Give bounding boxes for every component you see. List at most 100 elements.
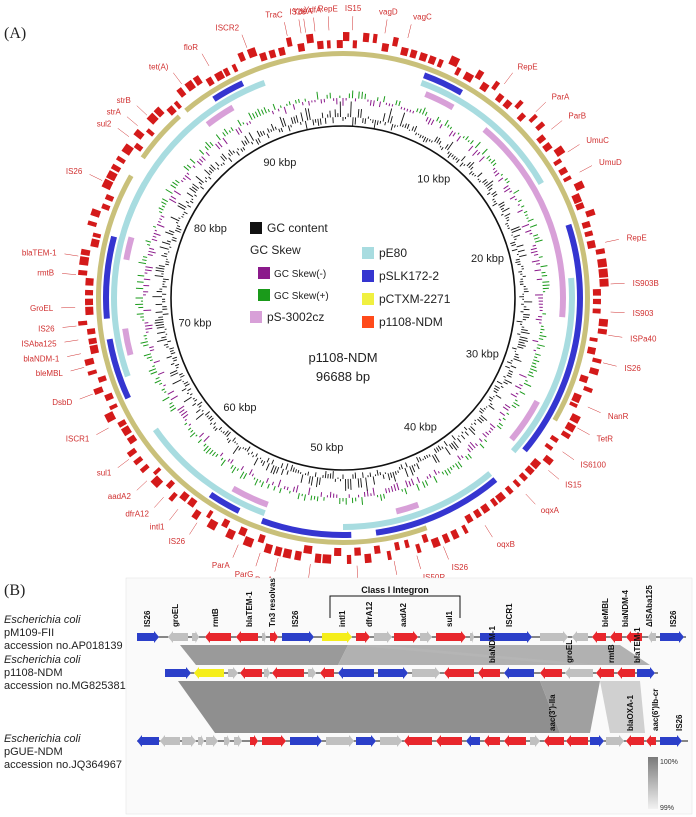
gene-block [166, 105, 177, 116]
gene-block [115, 155, 126, 165]
gene-label: YdfA [304, 6, 322, 15]
gene-label: IS26 [452, 563, 469, 572]
gc-content-bar [272, 466, 277, 475]
gene-label: intl1 [150, 523, 165, 532]
gc-content-bar [376, 120, 379, 126]
gc-skew-bar [155, 376, 160, 380]
gene-leader-line [384, 19, 388, 34]
svg-text:pM109-FII: pM109-FII [4, 627, 54, 639]
kbp-tick-label: 90 kbp [263, 157, 296, 169]
gc-skew-bar [292, 486, 296, 492]
gc-content-bar [213, 426, 216, 429]
gc-content-bar [441, 446, 444, 450]
gc-content-bar [457, 437, 462, 443]
gene-label: ISAba125 [21, 339, 57, 348]
gc-content-bar [350, 101, 352, 118]
gc-skew-bar [372, 100, 375, 107]
gc-content-bar [183, 381, 189, 385]
gene-arrow [264, 667, 270, 679]
gc-skew-bar [183, 165, 190, 171]
svg-text:accession no.MG825381: accession no.MG825381 [4, 680, 126, 692]
gc-content-bar [487, 192, 491, 196]
gene-label: ParA [552, 93, 570, 102]
gene-leader-line [577, 427, 590, 435]
gene-arrow [626, 631, 642, 643]
gc-content-bar [507, 227, 511, 230]
gc-skew-bar [500, 173, 503, 176]
gene-arrow [504, 735, 526, 747]
gc-content-bar [187, 388, 192, 392]
gc-content-bar [166, 346, 169, 348]
gc-content-bar [493, 200, 497, 203]
gene-block [394, 541, 401, 551]
gc-skew-bar [145, 327, 153, 330]
gc-skew-bar [424, 480, 429, 486]
gc-content-bar [460, 156, 466, 162]
gc-content-bar [439, 145, 442, 148]
gene-block [87, 369, 98, 376]
svg-text:Escherichia coli: Escherichia coli [4, 654, 81, 666]
legend-label: GC Skew(-) [274, 269, 326, 280]
gc-skew-bar [444, 119, 449, 127]
gene-block [179, 491, 190, 502]
pctxm-ring-segment [140, 114, 182, 160]
gc-content-bar [516, 320, 523, 323]
gc-content-bar [204, 169, 211, 176]
gc-skew-bar [515, 392, 519, 395]
gc-content-bar [191, 198, 194, 201]
gene-leader-line [308, 563, 311, 578]
gc-skew-bar [519, 391, 526, 395]
gc-content-bar [177, 205, 186, 211]
gc-content-bar [492, 198, 495, 201]
gc-skew-bar [444, 469, 449, 476]
ps3002-ring-segment [424, 91, 455, 111]
gc-content-bar [285, 463, 289, 470]
pctxm-ring-segment [184, 50, 591, 422]
gc-skew-bar [304, 98, 307, 102]
pe80-ring-segment [343, 471, 493, 530]
gene-arrow [466, 735, 480, 747]
gc-content-bar [178, 202, 187, 208]
gc-skew-bar [283, 485, 286, 490]
gene-label: IS903B [633, 279, 659, 288]
gc-skew-bar [252, 113, 256, 119]
gc-skew-bar [143, 353, 152, 357]
gc-content-bar [434, 453, 440, 463]
gene-block [87, 220, 98, 228]
gc-content-bar [397, 470, 399, 474]
gc-content-bar [227, 439, 231, 444]
gc-skew-bar [316, 496, 319, 502]
gc-skew-bar [481, 148, 488, 155]
gc-content-bar [504, 213, 511, 217]
gc-content-bar [478, 180, 482, 183]
gc-content-bar [242, 447, 245, 450]
gene-arrow [470, 631, 474, 643]
gc-content-bar [197, 401, 203, 406]
gene-arrow [326, 735, 354, 747]
gc-skew-bar [523, 382, 532, 387]
gene-label: ISPa40 [630, 334, 657, 343]
track1-label: sul1 [445, 610, 454, 627]
gc-content-bar [515, 258, 520, 261]
gene-block [273, 546, 283, 557]
gc-skew-bar [222, 137, 228, 145]
gc-skew-bar [209, 449, 214, 455]
gc-skew-bar [215, 453, 219, 458]
track1-label: intl1 [338, 610, 347, 627]
track1-label: IS26 [291, 610, 300, 627]
identity-scale-bar [648, 757, 658, 809]
gene-block [152, 467, 162, 476]
gc-content-bar [222, 162, 225, 165]
gene-label: strB [117, 96, 131, 105]
gc-content-bar [228, 157, 233, 162]
gene-arrow [436, 631, 466, 643]
gc-content-bar [498, 201, 505, 206]
gc-content-bar [493, 395, 495, 398]
gc-skew-bar [533, 349, 537, 352]
gc-content-bar [185, 200, 190, 204]
gc-skew-bar [449, 466, 453, 471]
track1-label: IS26 [669, 610, 678, 627]
gc-content-bar [165, 261, 170, 263]
legend-label: pE80 [379, 246, 407, 260]
gc-content-bar [372, 119, 374, 124]
